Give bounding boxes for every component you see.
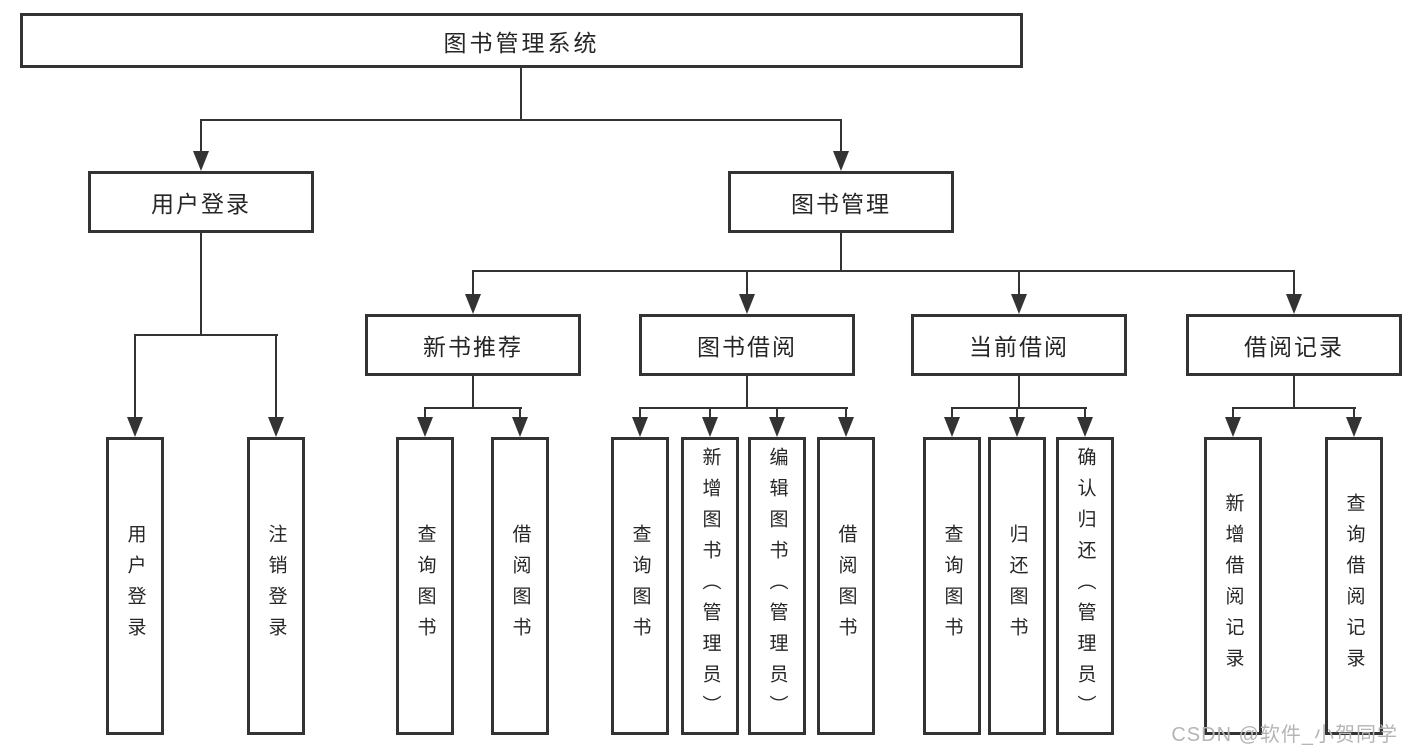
arrow-down-icon [739, 294, 755, 314]
node-label: 借阅记录 [1244, 334, 1344, 360]
connector-level2-split [200, 119, 842, 121]
leaf-add-borrow-record: 新增借阅记录 [1204, 437, 1262, 735]
leaf-query-borrow-record: 查询借阅记录 [1325, 437, 1383, 735]
connector-stem [1016, 409, 1018, 419]
connector-stem [639, 409, 641, 419]
arrow-down-icon [632, 417, 648, 437]
arrow-down-icon [833, 151, 849, 171]
node-label: 归还图书 [1006, 524, 1028, 648]
node-new-book-recommend: 新书推荐 [365, 314, 581, 376]
arrow-down-icon [1286, 294, 1302, 314]
connector-stem [519, 409, 521, 419]
leaf-query-books: 查询图书 [611, 437, 669, 735]
leaf-borrow-books-recommend: 借阅图书 [491, 437, 549, 735]
node-label: 新书推荐 [423, 334, 523, 360]
connector-drop [472, 376, 474, 408]
arrow-down-icon [193, 151, 209, 171]
connector-drop [1293, 376, 1295, 408]
connector-stem [134, 336, 136, 418]
arrow-down-icon [1077, 417, 1093, 437]
watermark: CSDN @软件_小贺同学 [1171, 724, 1398, 746]
node-label: 查询图书 [941, 524, 963, 648]
connector-book-management-drop [840, 233, 842, 271]
node-label: 确认归还（管理员） [1074, 446, 1096, 726]
leaf-edit-books-admin: 编辑图书（管理员） [748, 437, 806, 735]
node-book-management: 图书管理 [728, 171, 954, 233]
connector-level3-split [472, 270, 1295, 272]
node-borrow-records: 借阅记录 [1186, 314, 1402, 376]
arrow-down-icon [1009, 417, 1025, 437]
arrow-down-icon [512, 417, 528, 437]
node-label: 用户登录 [124, 524, 146, 648]
connector-stem [1084, 409, 1086, 419]
node-label: 新增借阅记录 [1222, 493, 1244, 679]
node-label: 查询图书 [629, 524, 651, 648]
connector-stem [840, 121, 842, 155]
connector-user-login-drop [200, 233, 202, 335]
connector-stem [746, 272, 748, 294]
leaf-query-books-current: 查询图书 [923, 437, 981, 735]
connector-stem [951, 409, 953, 419]
connector-stem [1232, 409, 1234, 419]
arrow-down-icon [1346, 417, 1362, 437]
node-label: 编辑图书（管理员） [766, 446, 788, 726]
connector-split [1232, 407, 1356, 409]
connector-stem [1353, 409, 1355, 419]
connector-split [424, 407, 522, 409]
connector-root-drop [520, 68, 522, 120]
arrow-down-icon [1225, 417, 1241, 437]
arrow-down-icon [838, 417, 854, 437]
arrow-down-icon [417, 417, 433, 437]
leaf-query-books-recommend: 查询图书 [396, 437, 454, 735]
node-book-borrow: 图书借阅 [639, 314, 855, 376]
connector-split [639, 407, 848, 409]
node-label: 查询图书 [414, 524, 436, 648]
connector-stem [472, 272, 474, 294]
leaf-confirm-return-admin: 确认归还（管理员） [1056, 437, 1114, 735]
connector-stem [776, 409, 778, 419]
node-label: 注销登录 [265, 524, 287, 648]
node-label: 图书管理 [791, 191, 891, 217]
arrow-down-icon [268, 417, 284, 437]
arrow-down-icon [465, 294, 481, 314]
connector-stem [1018, 272, 1020, 294]
arrow-down-icon [702, 417, 718, 437]
node-label: 用户登录 [151, 191, 251, 217]
connector-drop [1018, 376, 1020, 408]
node-user-login: 用户登录 [88, 171, 314, 233]
node-label: 当前借阅 [969, 334, 1069, 360]
arrow-down-icon [127, 417, 143, 437]
node-label: 图书管理系统 [443, 29, 600, 56]
connector-stem [845, 409, 847, 419]
node-label: 图书借阅 [697, 334, 797, 360]
connector-stem [275, 336, 277, 418]
leaf-borrow-books: 借阅图书 [817, 437, 875, 735]
connector-stem [200, 121, 202, 155]
node-label: 查询借阅记录 [1343, 493, 1365, 679]
arrow-down-icon [944, 417, 960, 437]
connector-user-login-split [134, 334, 278, 336]
leaf-logout: 注销登录 [247, 437, 305, 735]
leaf-add-books-admin: 新增图书（管理员） [681, 437, 739, 735]
connector-drop [746, 376, 748, 408]
node-label: 新增图书（管理员） [699, 446, 721, 726]
arrow-down-icon [1011, 294, 1027, 314]
arrow-down-icon [769, 417, 785, 437]
node-library-management-system: 图书管理系统 [20, 13, 1023, 68]
leaf-user-login: 用户登录 [106, 437, 164, 735]
connector-split [951, 407, 1087, 409]
connector-stem [1293, 272, 1295, 294]
connector-stem [424, 409, 426, 419]
leaf-return-books: 归还图书 [988, 437, 1046, 735]
node-label: 借阅图书 [835, 524, 857, 648]
node-current-borrow: 当前借阅 [911, 314, 1127, 376]
connector-stem [709, 409, 711, 419]
node-label: 借阅图书 [509, 524, 531, 648]
